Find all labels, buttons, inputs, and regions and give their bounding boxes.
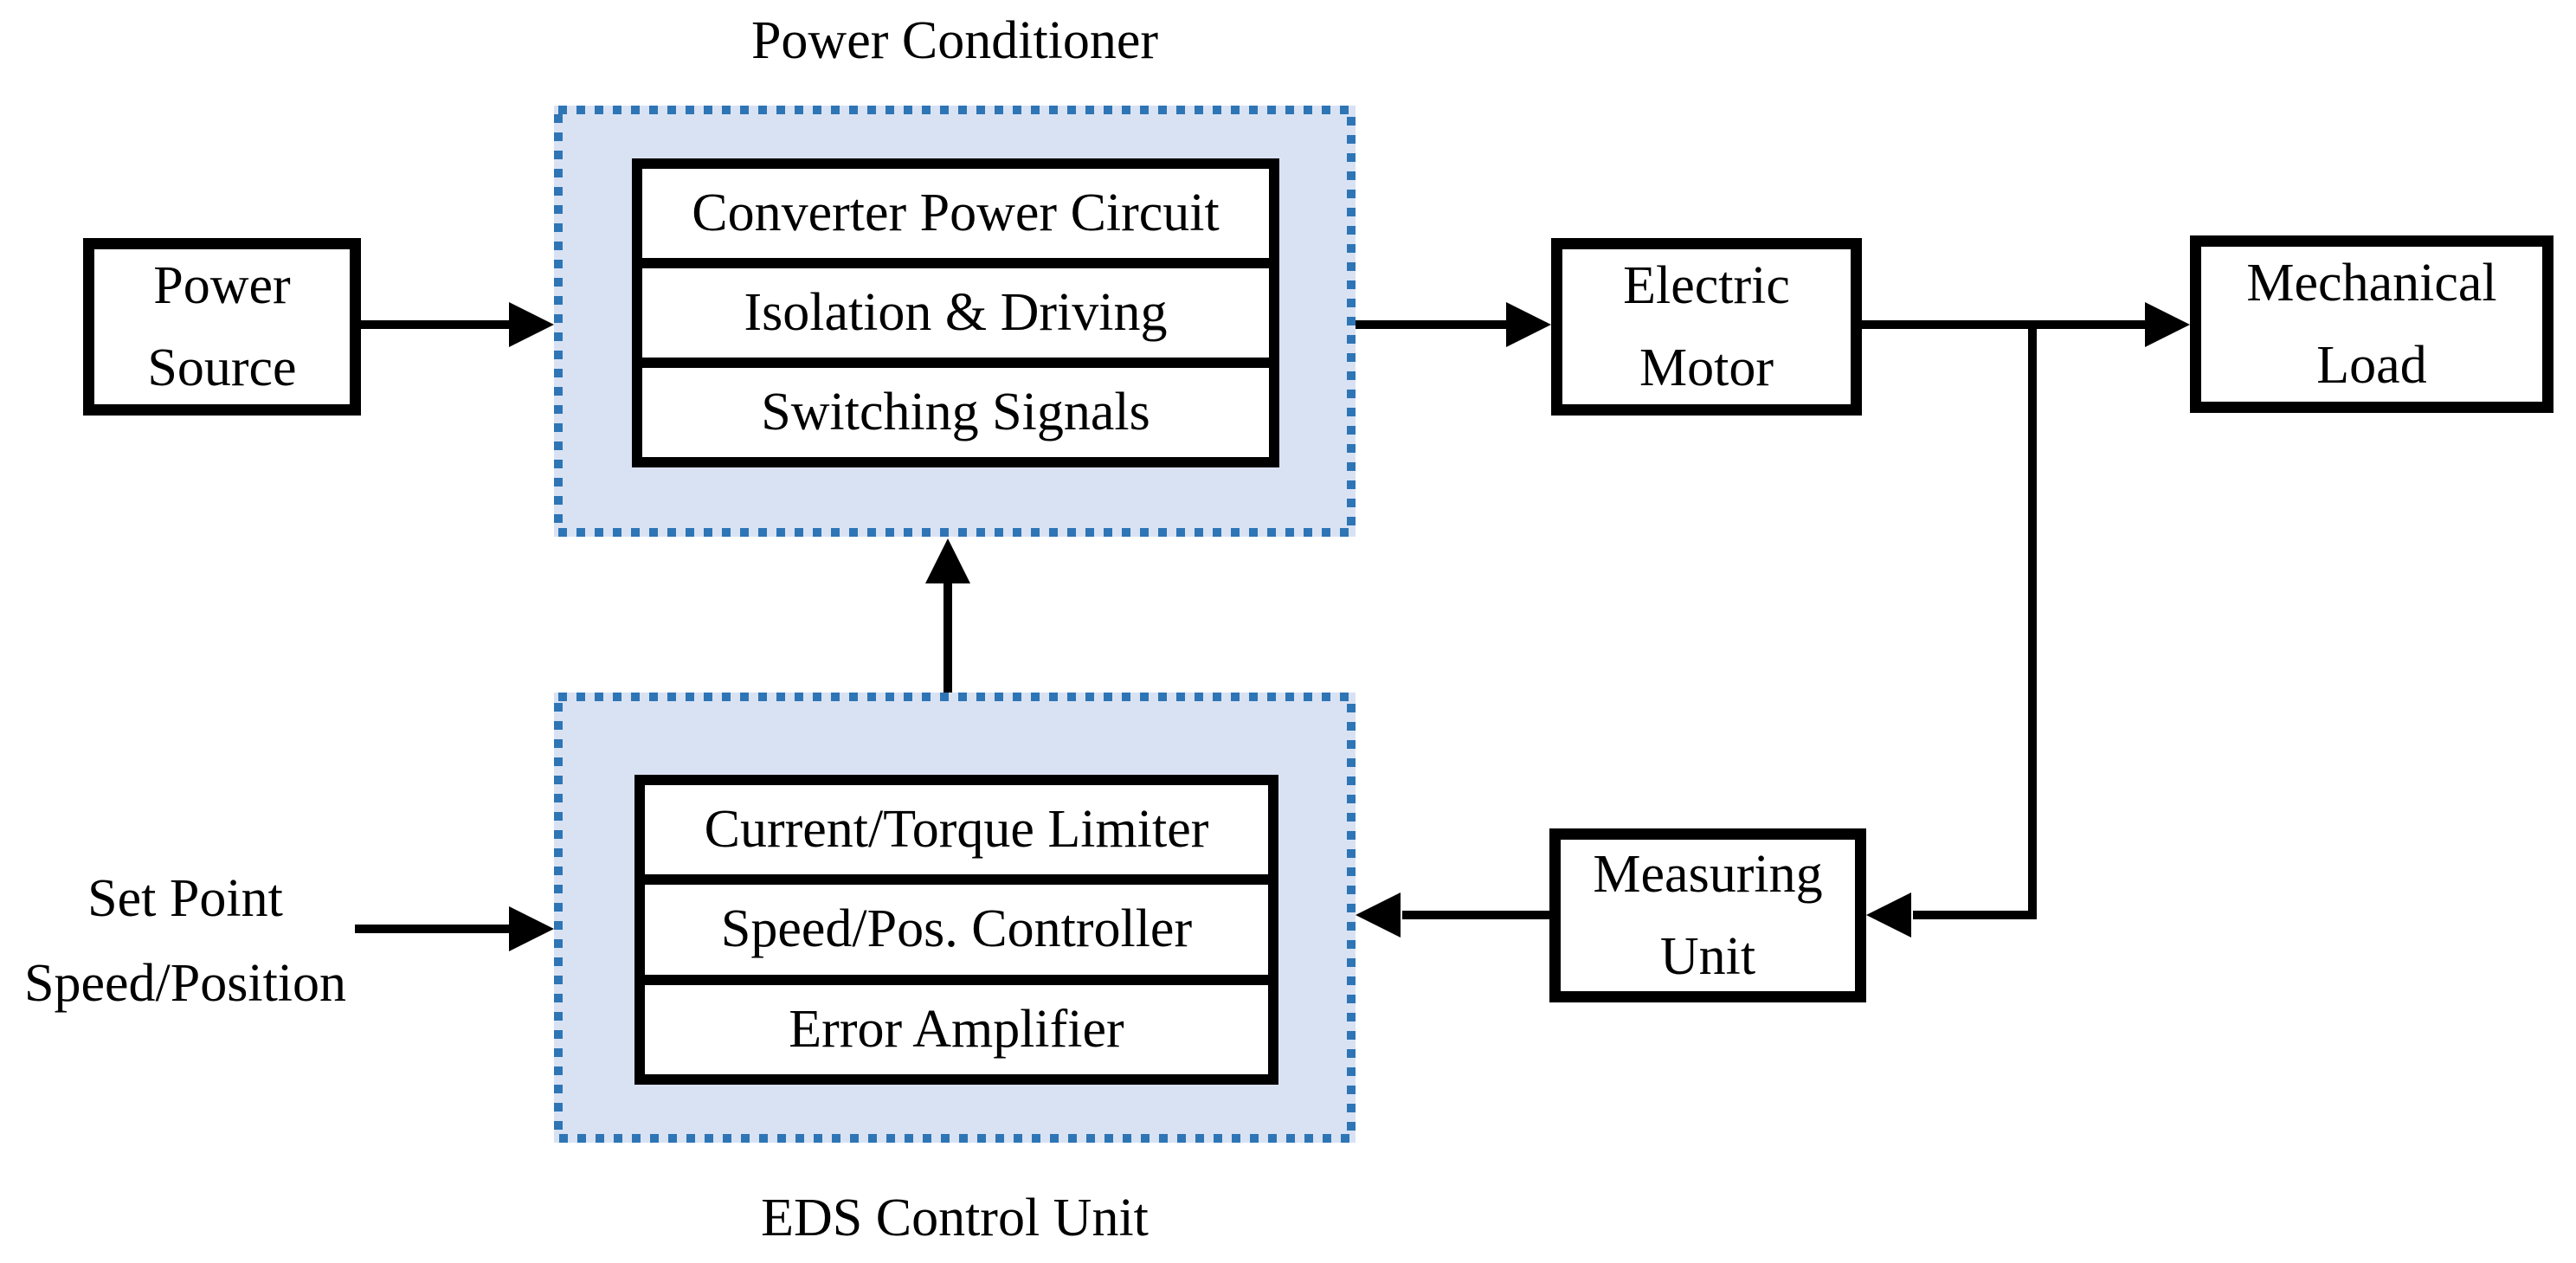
arrowhead-eds-to-conditioner: [925, 538, 970, 583]
module-speed-pos-controller: Speed/Pos. Controller: [645, 885, 1268, 985]
set-point-line2: Speed/Position: [23, 954, 347, 1013]
power-conditioner-module-group: Converter Power Circuit Isolation & Driv…: [632, 158, 1279, 467]
power-conditioner-title: Power Conditioner: [750, 11, 1159, 70]
module-current-torque-limiter: Current/Torque Limiter: [645, 785, 1268, 886]
feedback-line-to-measuring-unit: [1913, 325, 2037, 919]
module-switching-signals: Switching Signals: [642, 368, 1269, 457]
module-converter-power-circuit: Converter Power Circuit: [642, 169, 1269, 268]
measuring-unit-block: Measuring Unit: [1549, 828, 1866, 1002]
electric-motor-line1: Electric: [1623, 255, 1790, 315]
measuring-unit-line1: Measuring: [1593, 844, 1823, 904]
arrowhead-into-measuring-unit: [1866, 892, 1911, 938]
arrowhead-conditioner-to-motor: [1506, 302, 1551, 347]
eds-control-unit-module-group: Current/Torque Limiter Speed/Pos. Contro…: [634, 775, 1278, 1085]
mechanical-load-line2: Load: [2316, 335, 2427, 395]
mechanical-load-line1: Mechanical: [2246, 253, 2497, 313]
arrowhead-motor-to-load: [2145, 302, 2190, 347]
module-isolation-and-driving: Isolation & Driving: [642, 268, 1269, 368]
arrowhead-set-point-to-eds: [509, 906, 554, 951]
electric-motor-block: Electric Motor: [1551, 238, 1862, 416]
set-point-line1: Set Point: [87, 869, 283, 928]
set-point-label: Set Point Speed/Position: [12, 856, 358, 1026]
mechanical-load-block: Mechanical Load: [2190, 235, 2553, 413]
arrowhead-power-source-to-conditioner: [509, 302, 554, 347]
electric-motor-line2: Motor: [1639, 338, 1774, 397]
power-source-line1: Power: [153, 255, 291, 315]
measuring-unit-line2: Unit: [1659, 926, 1756, 986]
arrowhead-measuring-unit-to-eds: [1356, 892, 1401, 938]
power-source-block: Power Source: [83, 238, 361, 416]
power-source-line2: Source: [147, 338, 297, 397]
module-error-amplifier: Error Amplifier: [645, 984, 1268, 1074]
eds-control-unit-title: EDS Control Unit: [761, 1189, 1149, 1247]
